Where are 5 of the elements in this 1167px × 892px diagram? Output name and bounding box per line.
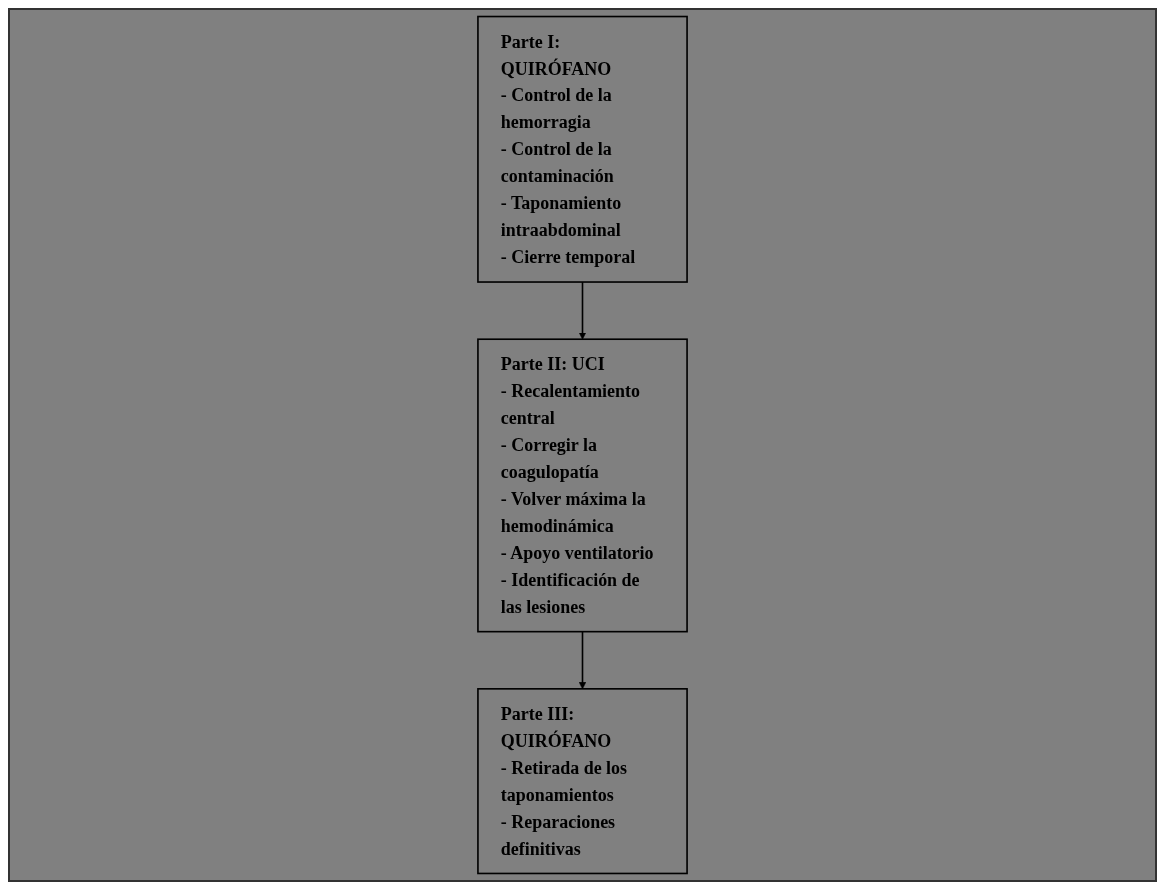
node-box: Parte I: QUIRÓFANO - Control de la hemorragia - Control de la contaminación - Taponamiento intraabdominal - Cierre temporal	[477, 15, 688, 283]
arrow	[578, 281, 587, 340]
arrow	[578, 630, 587, 690]
node-box: Parte II: UCI - Recalentamiento central - Corregir la coagulopatía - Volver máxima la hemodinámica - Apoyo ventilatorio - Identificación de las lesiones	[477, 338, 688, 633]
node-box: Parte III: QUIRÓFANO - Retirada de los taponamientos - Reparaciones definitivas	[477, 688, 688, 875]
